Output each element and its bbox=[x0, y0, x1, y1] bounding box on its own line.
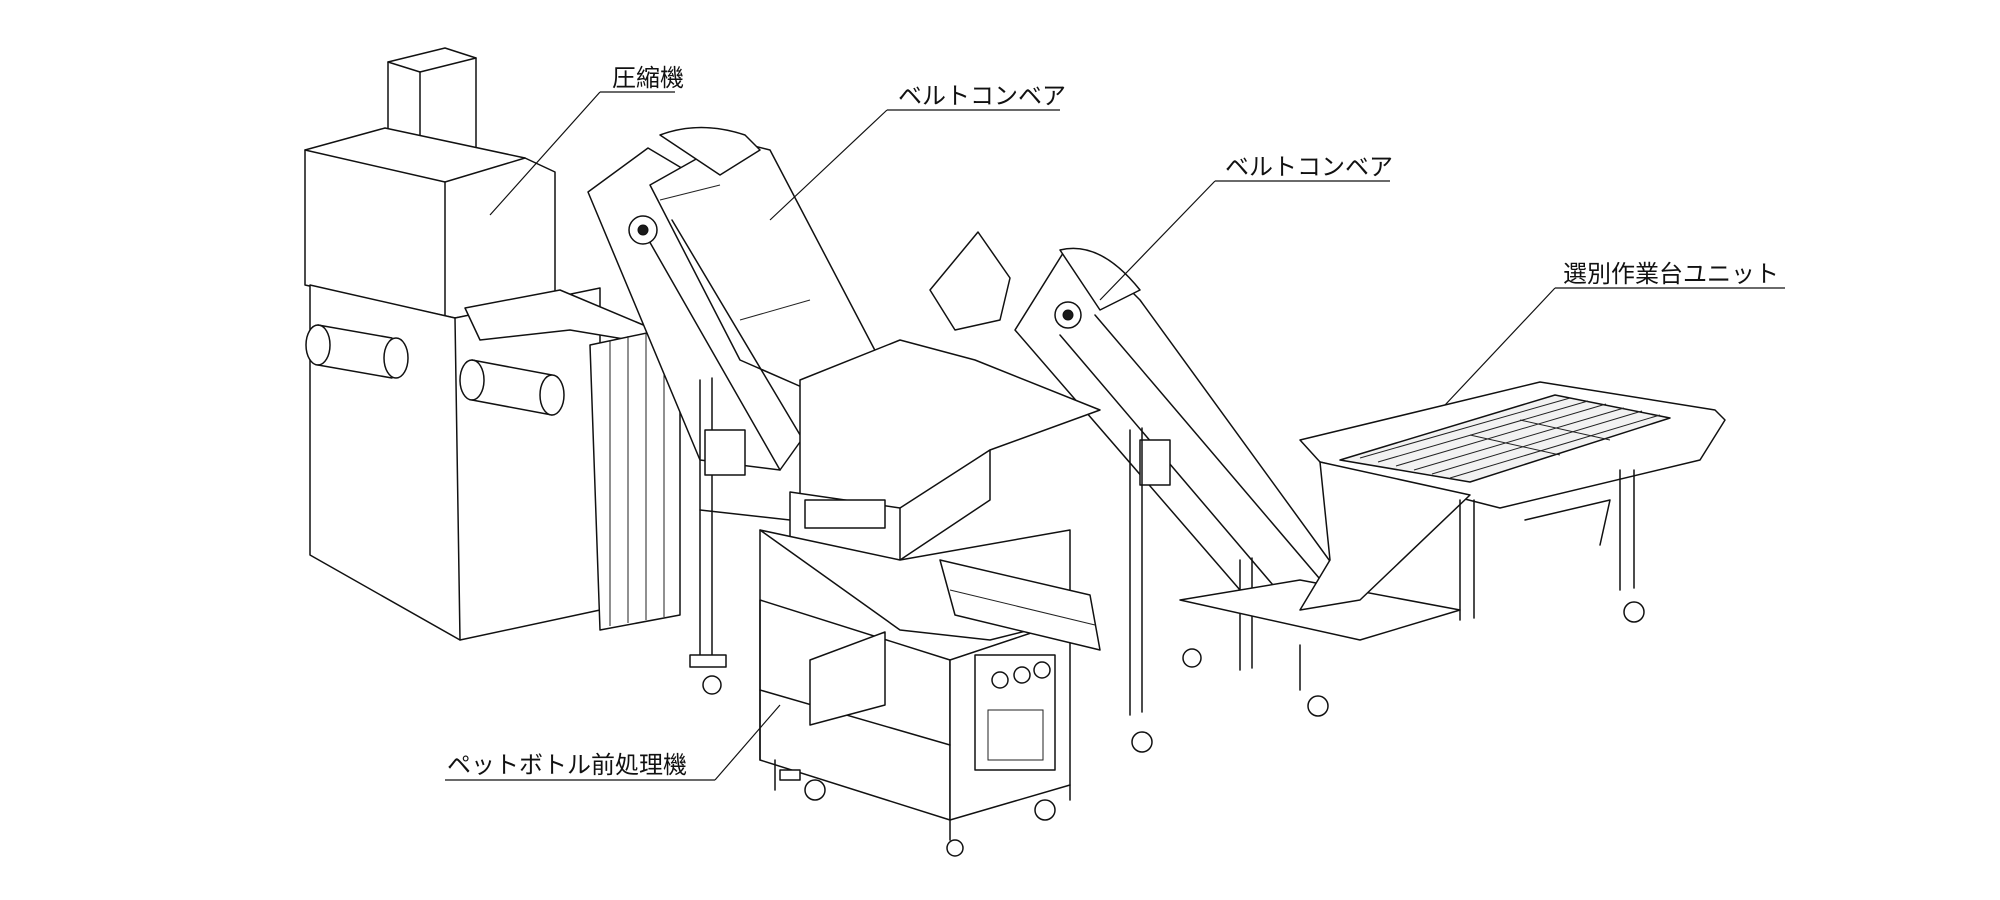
callout-pet-pretreatment-machine: ペットボトル前処理機 bbox=[447, 751, 687, 779]
callout-leaders bbox=[445, 91, 1785, 781]
belt-conveyor-1 bbox=[587, 126, 881, 695]
callout-compressor: 圧縮機 bbox=[612, 64, 684, 92]
callout-sorting-table-unit: 選別作業台ユニット bbox=[1563, 260, 1779, 288]
callout-belt-conveyor-2: ベルトコンベア bbox=[1225, 153, 1393, 181]
pet-pretreatment-machine bbox=[759, 339, 1101, 857]
belt-conveyor-2 bbox=[929, 231, 1461, 753]
compressor-unit bbox=[304, 47, 681, 641]
callout-belt-conveyor-1: ベルトコンベア bbox=[898, 82, 1066, 110]
sorting-table-unit bbox=[1299, 381, 1726, 623]
